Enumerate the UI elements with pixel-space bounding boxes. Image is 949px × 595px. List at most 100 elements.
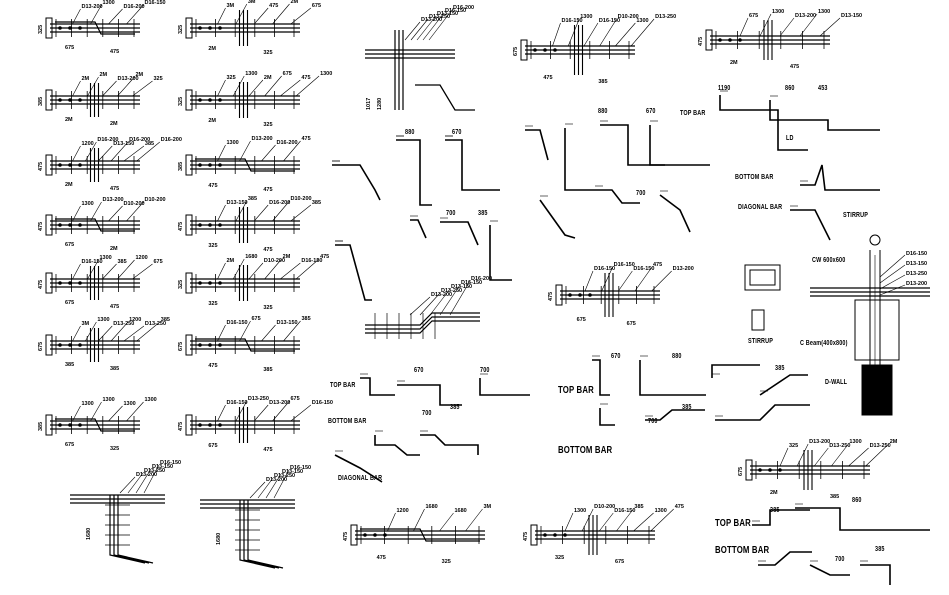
detail-callout-text: 325 xyxy=(38,25,44,34)
detail-callout-text: 1200 xyxy=(136,255,148,261)
leader-line xyxy=(253,204,269,222)
cw-label: CW 600x600 xyxy=(812,257,846,264)
dim-670-c: 670 xyxy=(414,367,424,374)
detail-callout-text: D10-200 xyxy=(145,197,166,203)
detail-callout-text: 385 xyxy=(161,317,170,323)
detail-callout-text: D13-200 xyxy=(252,136,273,142)
detail-callout-text: 2M xyxy=(65,182,73,188)
dim-880: 880 xyxy=(405,129,415,136)
detail-callout-text: 475 xyxy=(675,504,684,510)
bent-bar-shape xyxy=(790,209,831,241)
leader-line xyxy=(879,274,906,290)
detail-callout-text: D16-150 xyxy=(461,280,482,286)
bent-bar-shape xyxy=(759,374,808,396)
detail-callout-text: 2M xyxy=(291,0,299,5)
detail-callout-text: 1300 xyxy=(227,140,239,146)
detail-callout-text: 675 xyxy=(291,396,300,402)
leader-line xyxy=(283,320,301,342)
bent-bar-shape xyxy=(335,244,372,301)
detail-callout-text: D16-150 xyxy=(160,460,181,466)
rebar-section-dot xyxy=(78,223,82,227)
leader-line xyxy=(618,270,633,292)
detail-callout-text: 325 xyxy=(178,280,184,289)
leader-line xyxy=(235,3,248,25)
detail-callout-text: 1300 xyxy=(849,439,861,445)
rebar-section-dot xyxy=(68,223,72,227)
leader-line xyxy=(290,7,312,25)
bent-bar-shape xyxy=(592,359,610,396)
detail-callout-text: 2M xyxy=(65,117,73,123)
leader-line xyxy=(217,7,226,25)
rebar-section-dot xyxy=(208,98,212,102)
detail-callout-text: D13-250 xyxy=(441,288,462,294)
detail-callout-text: 1680 xyxy=(455,508,467,514)
rebar-section-dot xyxy=(718,38,722,42)
leader-line xyxy=(599,512,614,532)
bent-bar-shape xyxy=(396,139,432,206)
leader-line xyxy=(295,258,320,280)
detail-callout-text: D13-200 xyxy=(136,472,157,478)
detail-callout-text: 475 xyxy=(178,222,184,231)
leader-line xyxy=(428,9,453,41)
leader-line xyxy=(879,284,906,296)
detail-callout-text: 475 xyxy=(110,186,119,192)
stepped-rebar-line xyxy=(360,528,480,542)
dim-1190: 1190 xyxy=(718,85,731,92)
detail-callout-text: D16-150 xyxy=(227,320,248,326)
detail-callout-text: 2M xyxy=(227,258,235,264)
leader-line xyxy=(110,141,129,162)
leader-line xyxy=(759,13,772,37)
detail-callout-text: D13-200 xyxy=(266,477,287,483)
leader-line xyxy=(416,15,437,41)
rebar-section-dot xyxy=(198,26,202,30)
detail-callout-text: 1300 xyxy=(82,201,94,207)
detail-callout-text: 2M xyxy=(82,76,90,82)
leader-line xyxy=(295,75,320,97)
leader-line xyxy=(119,476,136,494)
dim-860-f: 860 xyxy=(852,497,862,504)
leader-line xyxy=(72,80,81,97)
leader-line xyxy=(410,18,429,41)
detail-callout-text: 2M xyxy=(208,118,216,124)
leader-line xyxy=(126,201,144,222)
rebar-section-dot xyxy=(373,533,377,537)
detail-callout-text: D13-150 xyxy=(841,13,862,19)
detail-callout-text: 475 xyxy=(548,292,554,301)
leader-line xyxy=(564,512,574,532)
detail-callout-text: 385 xyxy=(178,162,184,171)
support-block xyxy=(185,272,193,294)
detail-callout-text: D13-200 xyxy=(795,13,816,19)
detail-callout-text: 675 xyxy=(154,259,163,265)
rebar-section-dot xyxy=(78,281,82,285)
leader-line xyxy=(634,266,653,292)
detail-callout-text: 475 xyxy=(523,532,529,541)
leader-line xyxy=(261,144,276,162)
detail-callout-text: 675 xyxy=(65,242,74,248)
rebar-section-dot xyxy=(778,468,782,472)
leader-line xyxy=(439,284,461,316)
leader-line xyxy=(97,145,113,162)
rebar-section-dot xyxy=(543,48,547,52)
leader-line xyxy=(581,508,594,532)
top-bar-title: TOP BAR xyxy=(330,382,356,389)
detail-callout-text: D16-150 xyxy=(290,465,311,471)
detail-callout-text: D16-200 xyxy=(124,4,145,10)
detail-callout-text: 675 xyxy=(312,3,321,9)
detail-callout-text: D13-200 xyxy=(118,76,139,82)
detail-callout-text: 475 xyxy=(208,363,217,369)
detail-callout-text: 1300 xyxy=(818,9,830,15)
detail-callout-text: D13-250 xyxy=(906,271,927,277)
detail-callout-text: 475 xyxy=(38,280,44,289)
detail-callout-text: 675 xyxy=(615,559,624,565)
leader-line xyxy=(739,17,749,37)
support-block xyxy=(185,334,193,356)
stepped-rebar-line xyxy=(195,158,295,172)
leader-line xyxy=(264,258,282,280)
leader-line xyxy=(135,468,152,494)
leader-line xyxy=(123,145,145,162)
leader-line xyxy=(72,145,81,162)
leader-line xyxy=(102,263,117,280)
leader-line xyxy=(290,404,312,422)
rebar-section-dot xyxy=(208,281,212,285)
leader-line xyxy=(601,266,613,292)
